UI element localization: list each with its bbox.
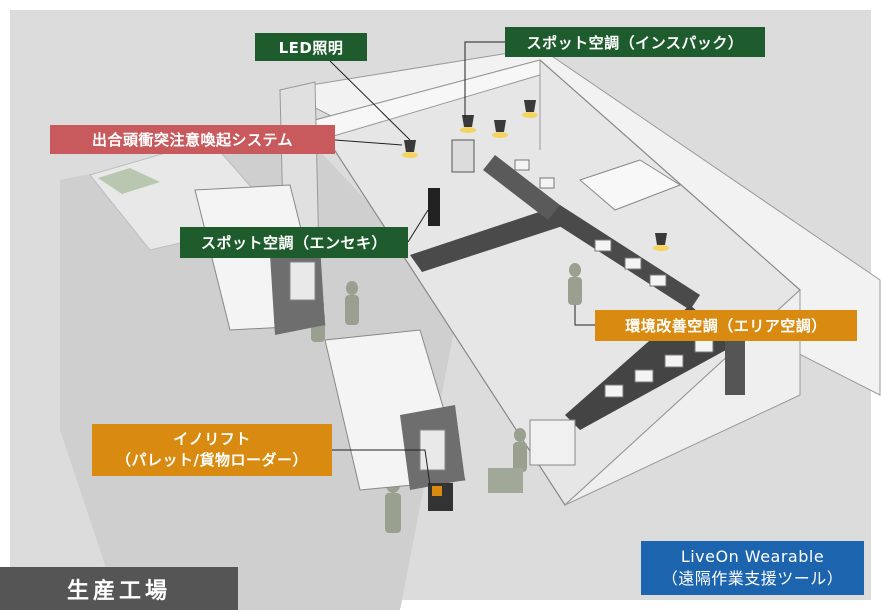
work-table xyxy=(579,159,682,211)
label-led-lighting: LED照明 xyxy=(255,33,367,61)
box xyxy=(694,339,714,353)
label-spot-ac-ensekki: スポット空調（エンセキ） xyxy=(180,227,408,258)
box xyxy=(664,354,684,368)
cart xyxy=(488,468,523,493)
packing-station xyxy=(529,419,576,466)
box xyxy=(604,384,624,398)
box xyxy=(514,159,530,171)
box xyxy=(634,369,654,383)
label-area-air-conditioning: 環境改善空調（エリア空調） xyxy=(595,310,857,341)
leader-lines xyxy=(329,41,595,486)
box xyxy=(624,257,642,270)
spot-ac-inspack-unit xyxy=(451,139,475,173)
conveyor-left xyxy=(410,205,575,272)
ceiling-lights xyxy=(404,100,667,245)
label-liveon-line2: （遠隔作業支援ツール） xyxy=(661,569,844,588)
spot-ac-ensekki-unit xyxy=(428,188,440,226)
conveyor-machine xyxy=(725,340,745,395)
box xyxy=(539,177,555,189)
label-innolift-line2: （パレット/貨物ローダー） xyxy=(116,451,308,469)
label-liveon-wearable: LiveOn Wearable （遠隔作業支援ツール） xyxy=(641,541,864,595)
label-liveon-line1: LiveOn Wearable xyxy=(680,547,825,566)
page-title: 生産工場 xyxy=(0,567,238,610)
workers xyxy=(311,263,582,533)
label-innolift-line1: イノリフト xyxy=(173,430,251,448)
shrubs-left xyxy=(98,168,160,194)
label-collision-alert-system: 出合頭衝突注意喚起システム xyxy=(50,125,335,154)
innolift-accent xyxy=(432,486,442,496)
light-glow xyxy=(402,112,669,251)
label-spot-ac-inspack: スポット空調（インスパック） xyxy=(505,27,765,57)
label-innolift: イノリフト （パレット/貨物ローダー） xyxy=(92,424,332,476)
box xyxy=(594,239,612,252)
box xyxy=(649,274,667,287)
conveyor-upper xyxy=(483,155,560,220)
